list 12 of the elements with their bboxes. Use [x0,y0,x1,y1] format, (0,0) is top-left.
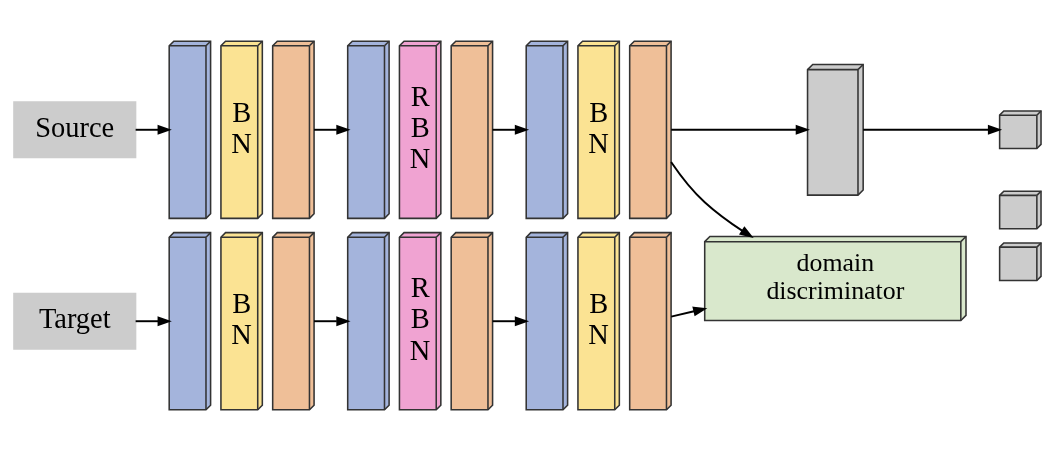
arrow [862,124,1003,135]
node-box: Source [13,100,137,158]
arrow [134,315,172,326]
arrow [670,124,810,135]
arrow [134,124,172,135]
arrow [491,315,530,326]
node-box: Target [13,292,137,350]
arrow [313,124,351,135]
arrow [670,306,708,318]
arrow [491,124,530,135]
arrow [313,315,351,326]
arrow [670,160,754,238]
